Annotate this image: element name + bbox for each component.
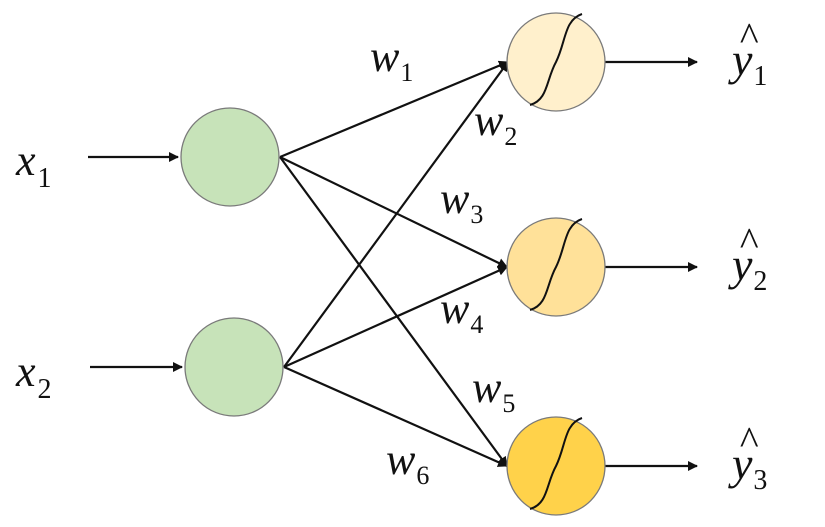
edge-w6 (283, 365, 508, 468)
edge-w5 (279, 156, 508, 467)
output-label-y2: ^ y2 (728, 219, 767, 297)
weight-label-w6: w6 (386, 435, 429, 490)
edge-w4 (283, 265, 508, 369)
output-label-y1-text: y1 (728, 34, 767, 92)
output-label-y3-text: y3 (728, 438, 767, 496)
hat-accent: ^ (739, 219, 759, 264)
sigmoid-icon (529, 417, 583, 510)
edge-w1 (279, 60, 509, 159)
weight-label-w3: w3 (440, 174, 483, 229)
output-label-y2-text: y2 (728, 239, 767, 297)
hat-accent: ^ (739, 418, 759, 463)
edge-w2 (283, 61, 509, 368)
weight-label-w2: w2 (474, 96, 517, 151)
edge-w3 (279, 156, 508, 268)
sigmoid-icon (529, 218, 583, 311)
output-label-y1: ^ y1 (728, 14, 767, 92)
input-label-x1: x1 (15, 136, 52, 194)
input-node-1 (180, 107, 280, 207)
weight-label-w5: w5 (472, 363, 515, 418)
hat-accent: ^ (739, 14, 759, 59)
weight-label-w4: w4 (440, 284, 483, 339)
weight-label-w1: w1 (370, 32, 413, 87)
input-label-x2: x2 (15, 347, 52, 405)
input-node-2 (184, 317, 284, 417)
sigmoid-icon (529, 13, 583, 106)
output-label-y3: ^ y3 (728, 418, 767, 496)
